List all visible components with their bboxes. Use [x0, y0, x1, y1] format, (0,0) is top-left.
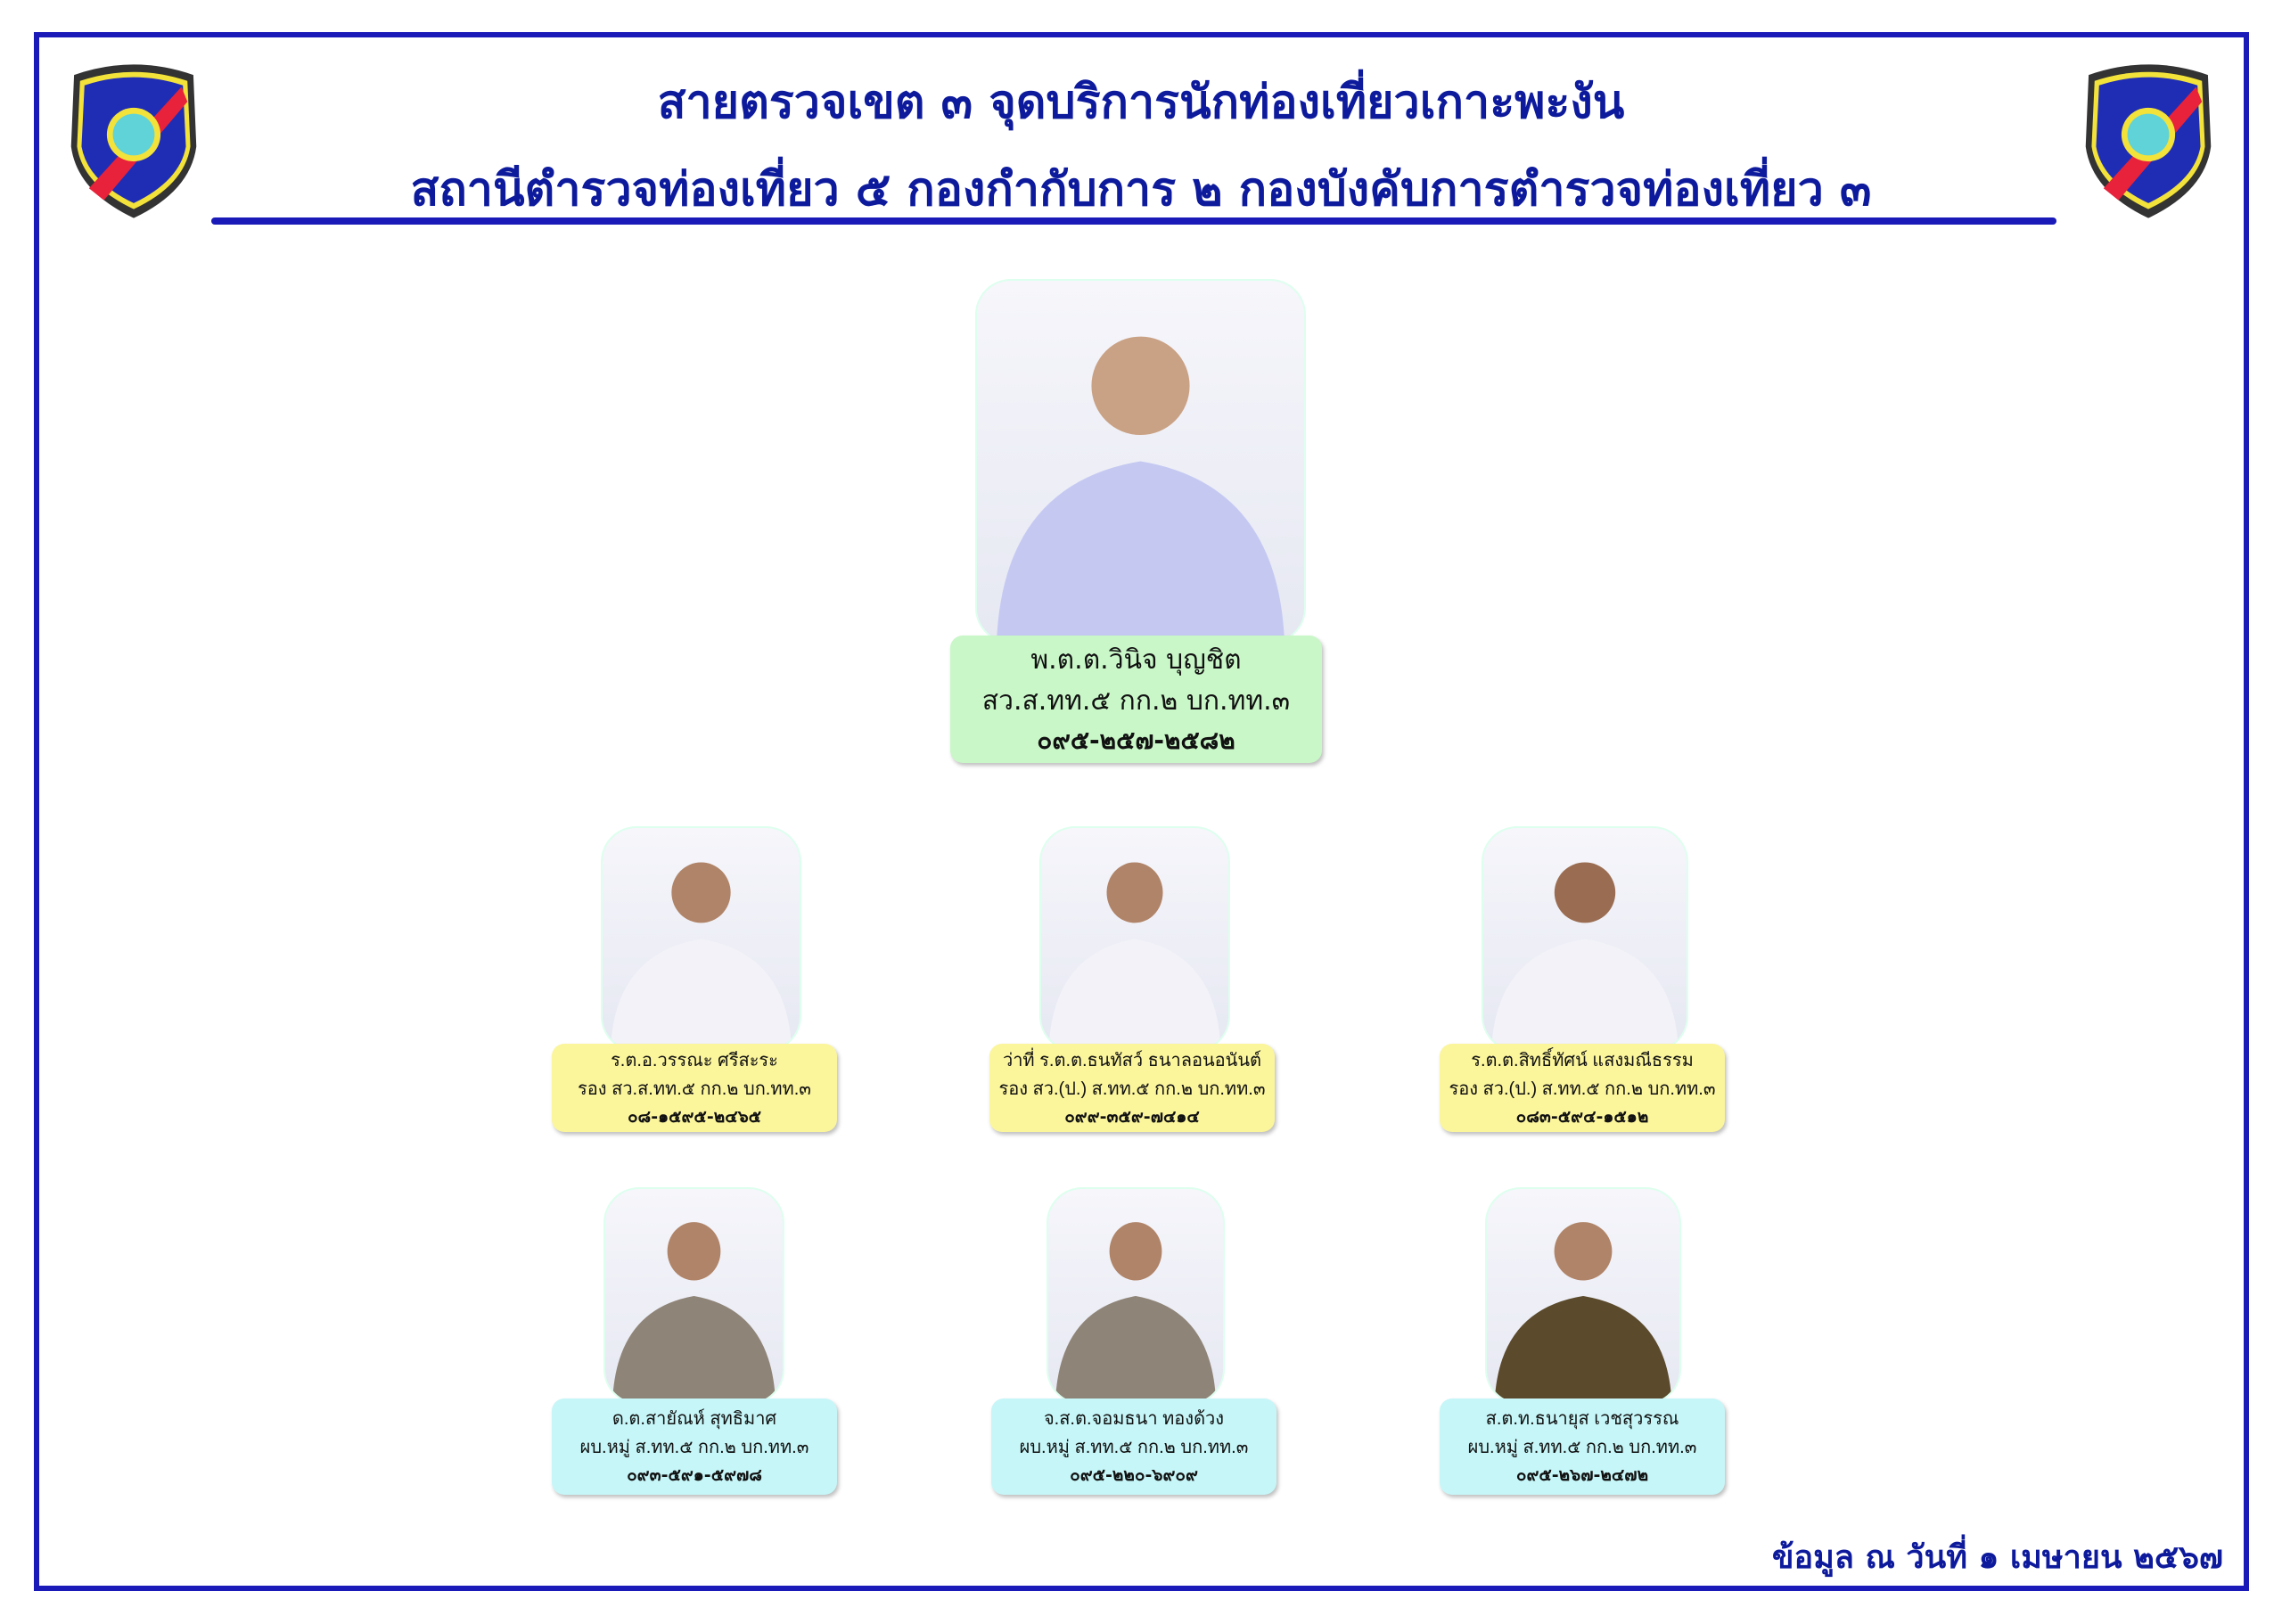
squad-leader-phone: ๐๙๕-๒๖๗-๒๔๗๒ — [1515, 1465, 1649, 1485]
commander-position: สว.ส.ทท.๕ กก.๒ บก.ทท.๓ — [981, 685, 1291, 717]
deputy-position: รอง สว.ส.ทท.๕ กก.๒ บก.ทท.๓ — [578, 1079, 811, 1099]
squad-leader-card: ส.ต.ท.ธนายุส เวชสุวรรณ ผบ.หมู่ ส.ทท.๕ กก… — [1440, 1398, 1725, 1495]
page-border — [34, 32, 2249, 1591]
deputy-name: ร.ต.ต.สิทธิ์ทัศน์ แสงมณีธรรม — [1471, 1050, 1694, 1070]
deputy-position: รอง สว.(ป.) ส.ทท.๕ กก.๒ บก.ทท.๓ — [1449, 1079, 1716, 1099]
deputy-photo — [601, 826, 801, 1052]
squad-leader-card: ด.ต.สายัณห์ สุทธิมาศ ผบ.หมู่ ส.ทท.๕ กก.๒… — [552, 1398, 837, 1495]
deputy-name: ว่าที่ ร.ต.ต.ธนทัสว์ ธนาลอนอนันต์ — [1002, 1050, 1262, 1070]
squad-leader-name: ด.ต.สายัณห์ สุทธิมาศ — [612, 1409, 777, 1429]
deputy-phone: ๐๘๓-๕๙๔-๑๕๑๒ — [1515, 1106, 1649, 1127]
squad-leader-position: ผบ.หมู่ ส.ทท.๕ กก.๒ บก.ทท.๓ — [1467, 1438, 1697, 1457]
deputy-card: ว่าที่ ร.ต.ต.ธนทัสว์ ธนาลอนอนันต์ รอง สว… — [989, 1044, 1275, 1132]
squad-leader-phone: ๐๙๓-๕๙๑-๕๙๗๘ — [627, 1465, 762, 1485]
commander-card: พ.ต.ต.วินิจ บุญชิต สว.ส.ทท.๕ กก.๒ บก.ทท.… — [950, 636, 1322, 763]
deputy-card: ร.ต.อ.วรรณะ ศรีสะระ รอง สว.ส.ทท.๕ กก.๒ บ… — [552, 1044, 837, 1132]
title-line-2: สถานีตำรวจท่องเที่ยว ๕ กองกำกับการ ๒ กอง… — [410, 162, 1872, 217]
deputy-card: ร.ต.ต.สิทธิ์ทัศน์ แสงมณีธรรม รอง สว.(ป.)… — [1440, 1044, 1725, 1132]
squad-leader-position: ผบ.หมู่ ส.ทท.๕ กก.๒ บก.ทท.๓ — [579, 1438, 809, 1457]
title-underline — [211, 217, 2056, 225]
commander-phone: ๐๙๕-๒๕๗-๒๕๘๒ — [1037, 725, 1235, 755]
squad-leader-photo — [1047, 1187, 1225, 1405]
title-line-1: สายตรวจเขต ๓ จุดบริการนักท่องเที่ยวเกาะพ… — [657, 75, 1625, 129]
tourist-police-badge-logo-right — [2085, 64, 2212, 218]
deputy-position: รอง สว.(ป.) ส.ทท.๕ กก.๒ บก.ทท.๓ — [998, 1079, 1266, 1099]
deputy-photo — [1039, 826, 1230, 1052]
squad-leader-name: จ.ส.ต.จอมธนา ทองด้วง — [1043, 1409, 1225, 1429]
squad-leader-photo — [603, 1187, 784, 1405]
data-date-note: ข้อมูล ณ วันที่ ๑ เมษายน ๒๕๖๗ — [1771, 1538, 2223, 1576]
deputy-name: ร.ต.อ.วรรณะ ศรีสะระ — [611, 1050, 778, 1070]
tourist-police-badge-logo-left — [70, 64, 197, 218]
squad-leader-photo — [1485, 1187, 1681, 1405]
deputy-photo — [1482, 826, 1688, 1052]
commander-name: พ.ต.ต.วินิจ บุญชิต — [1030, 644, 1242, 676]
deputy-phone: ๐๘-๑๕๙๕-๒๔๖๕ — [627, 1106, 762, 1127]
commander-photo — [975, 279, 1306, 644]
squad-leader-name: ส.ต.ท.ธนายุส เวชสุวรรณ — [1485, 1409, 1679, 1429]
deputy-phone: ๐๙๙-๓๕๙-๗๔๑๔ — [1064, 1106, 1200, 1127]
squad-leader-position: ผบ.หมู่ ส.ทท.๕ กก.๒ บก.ทท.๓ — [1019, 1438, 1249, 1457]
squad-leader-phone: ๐๙๕-๒๒๐-๖๙๐๙ — [1070, 1465, 1198, 1485]
squad-leader-card: จ.ส.ต.จอมธนา ทองด้วง ผบ.หมู่ ส.ทท.๕ กก.๒… — [991, 1398, 1276, 1495]
